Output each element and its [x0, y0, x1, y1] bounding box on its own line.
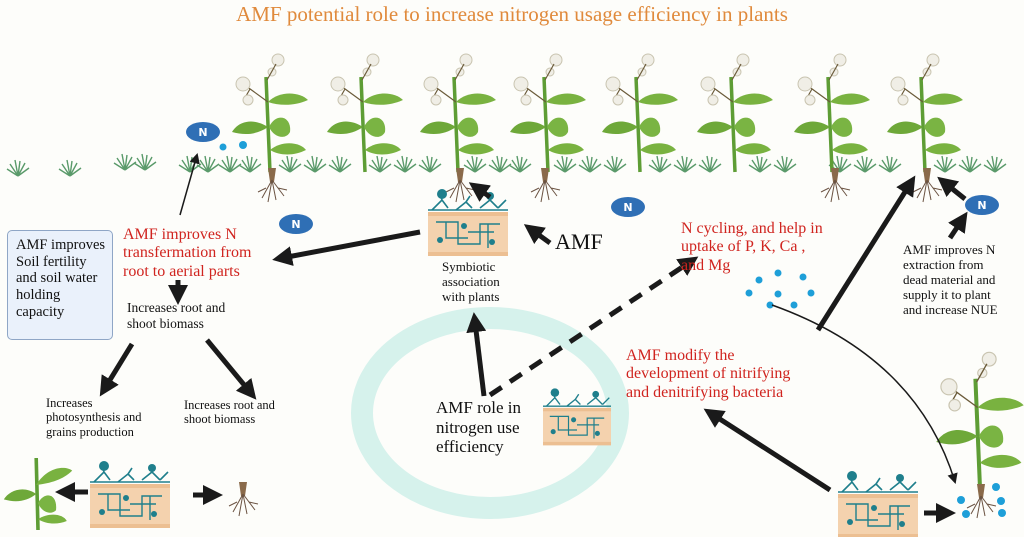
root-shoot-biomass-label: Increases root and shoot biomass [127, 300, 225, 331]
label-line: and Mg [681, 256, 731, 274]
soil-fertility-box: AMF improves Soil fertility and soil wat… [7, 230, 113, 340]
label-line: and increase NUE [903, 301, 998, 317]
mycorrhiza-soil-icon [837, 470, 919, 537]
n-cycling-label: N cycling, and help in uptake of P, K, C… [681, 220, 823, 275]
svg-text:N: N [198, 126, 207, 139]
label-line: AMF improves N [123, 226, 237, 243]
label-line: N cycling, and help in [681, 220, 823, 237]
svg-text:N: N [623, 201, 632, 214]
cotton-plant-icon [792, 52, 872, 174]
bacteria-label: AMF modify the development of nitrifying… [626, 347, 790, 402]
label-line: Increases root and [184, 398, 275, 412]
label-line: and denitrifying bacteria [626, 383, 784, 401]
arrow-myco-to-transform [272, 229, 421, 266]
roots-icon [820, 167, 851, 203]
cotton-plant-icon [600, 52, 680, 174]
arrow-to-root-biomass [205, 338, 257, 400]
cotton-plant-icon [418, 52, 498, 174]
mycorrhiza-soil-icon [542, 387, 612, 446]
box-line: holding [16, 287, 61, 304]
label-line: development of nitrifying [626, 365, 791, 383]
symbiotic-association-label: Symbiotic association with plants [442, 259, 500, 305]
diagram-title: AMF potential role to increase nitrogen … [236, 2, 788, 26]
svg-text:N: N [977, 199, 986, 212]
nitrogen-badge-icon: N [186, 122, 220, 142]
cotton-plant-icon [508, 52, 588, 174]
arrows [55, 152, 968, 523]
arrow-text-to-n [947, 211, 968, 240]
cotton-plant-icon [695, 52, 775, 174]
cotton-plant-icon [230, 52, 310, 174]
nitrogen-badge-icon: N [279, 214, 313, 234]
n-extraction-label: AMF improves N extraction from dead mate… [903, 242, 998, 318]
nitrogen-badge-icon: N [611, 197, 645, 217]
root-shoot-biomass-label-2: Increases root and shoot biomass [184, 398, 275, 427]
label-line: nitrogen use [436, 417, 520, 437]
box-line: Soil fertility [16, 253, 87, 270]
label-line: AMF role in [436, 398, 521, 417]
cotton-plant-icon [325, 52, 405, 174]
box-line: capacity [16, 303, 65, 320]
arrow-to-aerial [179, 152, 200, 216]
label-line: uptake of P, K, Ca , [681, 238, 806, 256]
arrow-to-plant-root [815, 175, 916, 332]
label-line: Symbiotic [442, 259, 496, 274]
arrow-dots-to-roots [771, 304, 958, 485]
label-line: dead material and [903, 271, 996, 287]
label-line: with plants [442, 288, 500, 304]
nutrient-dots [219, 141, 1006, 518]
label-line: photosynthesis and [46, 410, 142, 425]
nitrogen-badge-icon: N [965, 195, 999, 215]
photosynthesis-label: Increases photosynthesis and grains prod… [46, 396, 141, 439]
svg-text:N: N [291, 218, 300, 231]
label-line: Increases [46, 396, 93, 410]
center-label: AMF role in nitrogen use efficiency [436, 398, 521, 457]
arrow-to-photosynthesis [99, 342, 135, 397]
label-line: association [442, 273, 500, 289]
n-transformation-label: AMF improves N transfermation from root … [123, 226, 251, 281]
arrow-n-to-plant [937, 176, 967, 201]
arrow-myco-to-bacteria [703, 408, 832, 493]
arrow-dashed-to-cycling [488, 256, 699, 398]
label-line: shoot biomass [127, 315, 204, 331]
roots-icon [228, 481, 259, 517]
arrow-amf-to-myco [523, 224, 552, 246]
roots-icon [530, 167, 561, 203]
label-line: efficiency [436, 437, 504, 457]
center-ring [351, 307, 629, 519]
amf-label: AMF [555, 229, 603, 254]
label-line: extraction from [903, 256, 984, 272]
label-line: supply it to plant [903, 286, 991, 302]
box-line: and soil water [16, 270, 98, 287]
arrow-myco-to-root [468, 182, 492, 202]
label-line: transfermation from [123, 244, 252, 262]
roots-icon [912, 167, 943, 203]
arrow-center-to-symbiotic [466, 312, 487, 397]
mycorrhiza-soil-icon [89, 460, 171, 529]
roots-icon [966, 483, 997, 519]
cotton-plant-icon [3, 457, 73, 531]
roots-icon [257, 167, 288, 203]
label-line: shoot biomass [184, 412, 256, 427]
mycorrhiza-soil-icon [427, 188, 509, 257]
cotton-plant-icon [885, 52, 965, 174]
roots-icon [445, 167, 476, 203]
label-line: grains production [46, 424, 134, 439]
cotton-plant-row [230, 52, 965, 203]
label-line: AMF modify the [626, 347, 735, 364]
grass-row [6, 153, 1007, 177]
label-line: AMF improves N [903, 242, 996, 257]
label-line: root to aerial parts [123, 262, 240, 280]
box-line: AMF improves [16, 237, 106, 253]
label-line: Increases root and [127, 300, 226, 315]
